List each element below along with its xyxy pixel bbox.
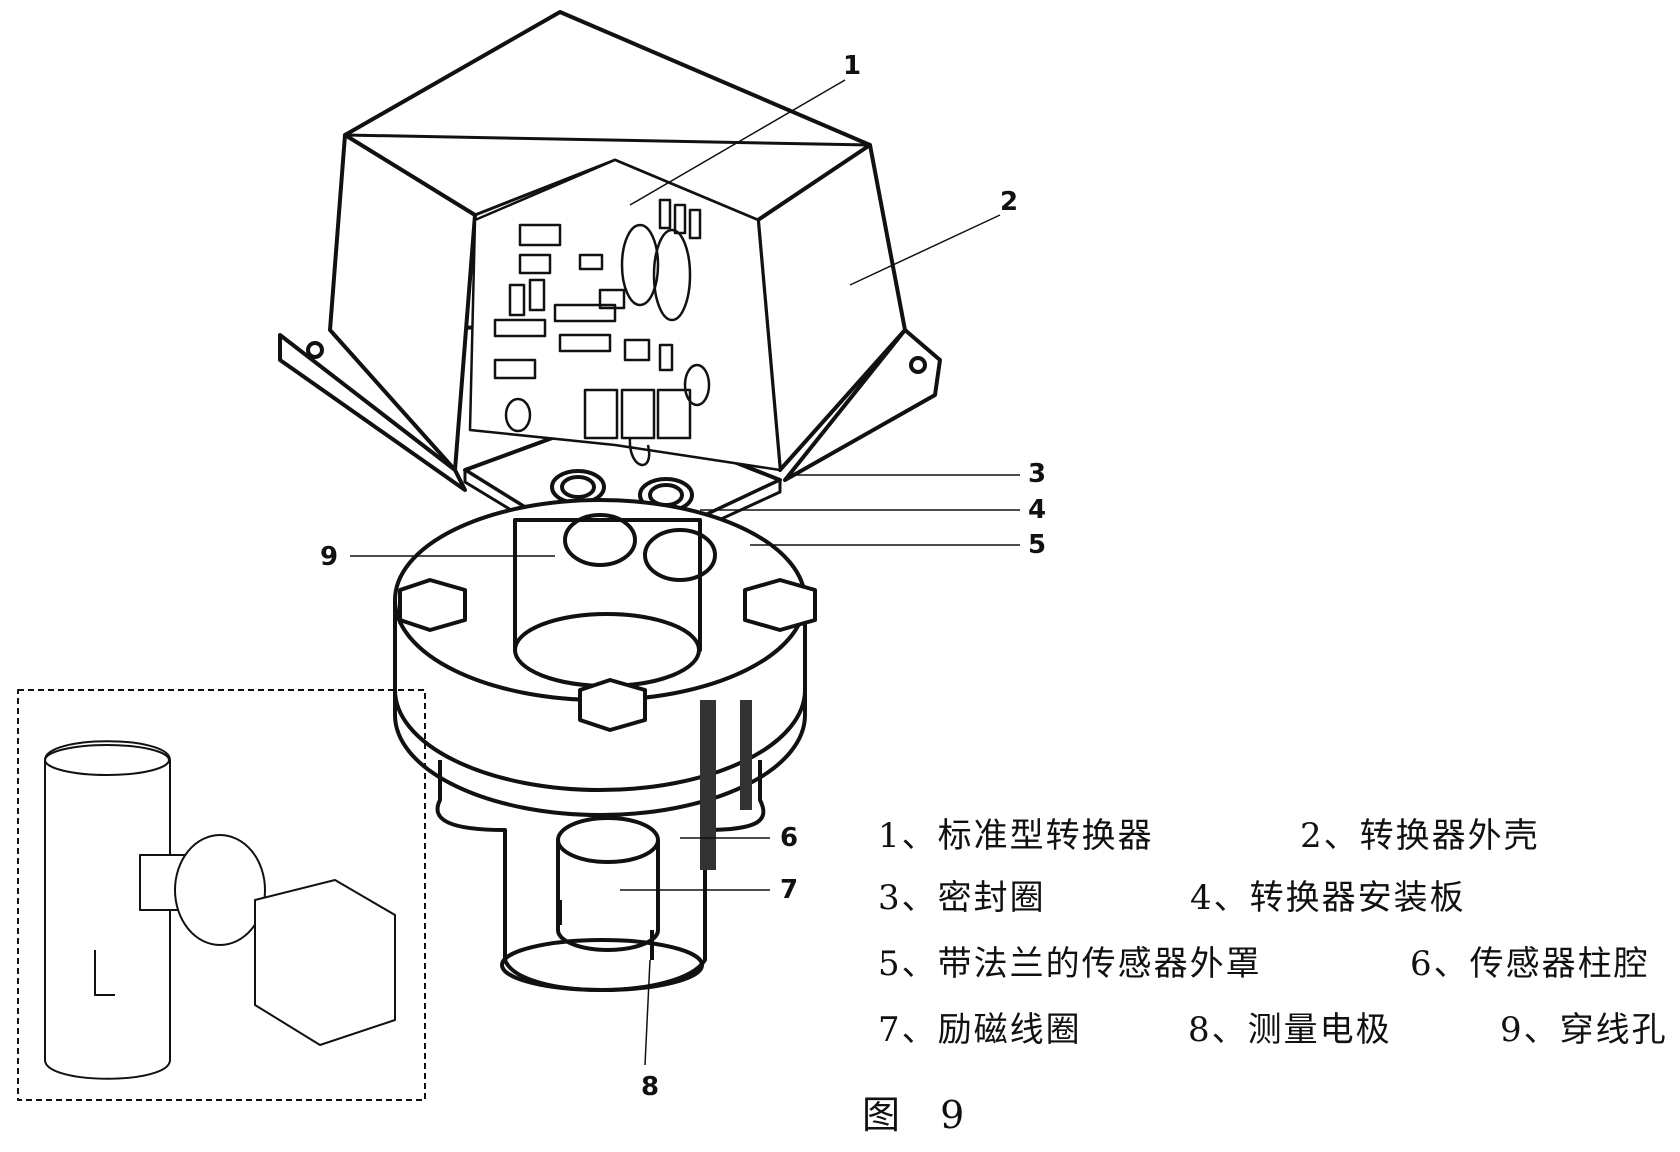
legend-item-9: 9、穿线孔 <box>1500 1010 1668 1050</box>
callout-2: 2 <box>1000 187 1018 217</box>
legend-item-7: 7、励磁线圈 <box>878 1010 1082 1050</box>
sensor-flange <box>393 498 817 817</box>
sensor-body <box>435 700 766 992</box>
legend-item-2: 2、转换器外壳 <box>1300 816 1540 856</box>
callout-6: 6 <box>780 823 798 853</box>
callout-3: 3 <box>1028 459 1046 489</box>
figure-caption: 图 9 <box>862 1093 979 1137</box>
legend-item-6: 6、传感器柱腔 <box>1410 944 1650 984</box>
legend-item-3: 3、密封圈 <box>878 878 1046 918</box>
leader-lines <box>350 79 1020 1066</box>
legend-item-4: 4、转换器安装板 <box>1190 878 1466 918</box>
circuit-board <box>468 158 782 472</box>
callout-7: 7 <box>780 875 798 905</box>
callout-numbers: 1 2 3 4 5 6 7 8 9 <box>320 51 1046 1102</box>
legend-item-5: 5、带法兰的传感器外罩 <box>878 944 1262 984</box>
callout-5: 5 <box>1028 530 1046 560</box>
callout-8: 8 <box>641 1072 659 1102</box>
legend-item-1: 1、标准型转换器 <box>878 816 1154 856</box>
callout-9: 9 <box>320 542 338 572</box>
legend-item-8: 8、测量电极 <box>1188 1010 1392 1050</box>
installation-inset <box>17 689 426 1101</box>
callout-4: 4 <box>1028 495 1046 525</box>
callout-1: 1 <box>843 51 861 81</box>
